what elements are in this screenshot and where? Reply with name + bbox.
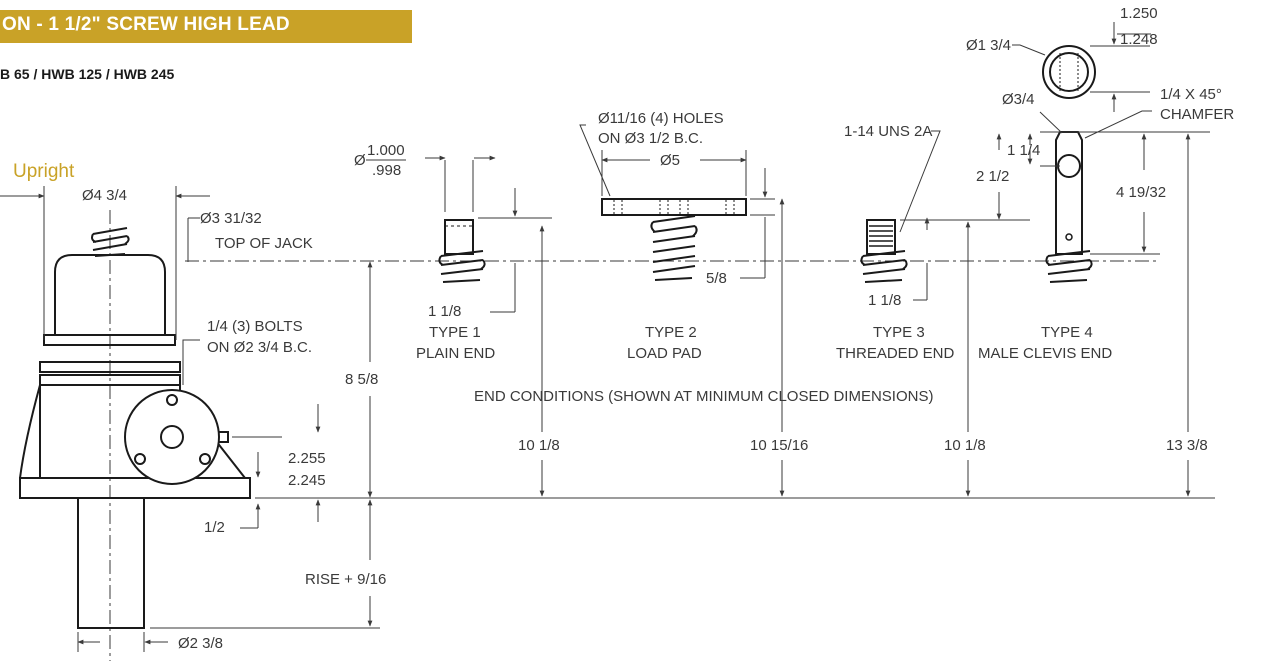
cover-dia-label: Ø3 31/32	[200, 210, 262, 227]
upright-jack	[19, 227, 251, 629]
clevis-top-view-inner	[1049, 52, 1089, 92]
type2-dimensions	[579, 124, 785, 497]
bolt-2	[134, 453, 146, 465]
type4-width-lower: 1.248	[1120, 31, 1158, 48]
type3-screw	[860, 250, 908, 283]
view-title: Upright	[13, 161, 75, 182]
clevis-top-view-outer	[1042, 45, 1096, 99]
type2-screw	[650, 215, 698, 281]
type3-threaded-end	[860, 219, 908, 283]
type3-height: 10 1/8	[944, 437, 986, 454]
type4-height: 13 3/8	[1166, 437, 1208, 454]
type3-length: 1 1/8	[868, 292, 901, 309]
type2-pad-thk: 5/8	[706, 270, 727, 287]
jack-dimensions	[0, 186, 380, 652]
type1-screw	[438, 250, 486, 283]
flange-2	[39, 361, 181, 373]
model-list: B 65 / HWB 125 / HWB 245	[0, 66, 175, 82]
type2-load-pad	[601, 198, 747, 281]
clevis-small-hole	[1065, 233, 1073, 241]
shaft-dim-lower: 2.245	[288, 472, 326, 489]
lower-tube	[77, 497, 145, 629]
rise-label: RISE + 9/16	[305, 571, 386, 588]
top-of-jack-label: TOP OF JACK	[215, 235, 313, 252]
title-banner: ON - 1 1/2" SCREW HIGH LEAD	[0, 10, 412, 43]
type4-screw	[1045, 250, 1093, 283]
shaft-end	[219, 431, 229, 443]
housing-dia-label: Ø4 3/4	[82, 187, 127, 204]
base-offset-label: 1/2	[204, 519, 225, 536]
type3-name-2: THREADED END	[836, 345, 955, 362]
type3-dimensions	[899, 130, 1030, 497]
type4-chamfer-2: CHAMFER	[1160, 106, 1234, 123]
threaded-stud	[866, 219, 896, 255]
bolt-3	[199, 453, 211, 465]
type4-chamfer-1: 1/4 X 45°	[1160, 86, 1222, 103]
base-plate	[19, 477, 251, 499]
type4-name-2: MALE CLEVIS END	[978, 345, 1112, 362]
worm-shaft	[160, 425, 184, 449]
cover	[54, 254, 166, 336]
type2-pad-dia: Ø5	[660, 152, 680, 169]
left-flare	[19, 384, 41, 479]
bolt-1	[166, 394, 178, 406]
bolts-label-2: ON Ø2 3/4 B.C.	[207, 339, 312, 356]
plain-end-shank	[444, 219, 474, 255]
type2-holes-2: ON Ø3 1/2 B.C.	[598, 130, 703, 147]
type4-dimensions	[996, 22, 1210, 497]
type2-height: 10 15/16	[750, 437, 808, 454]
type4-length: 4 19/32	[1116, 184, 1166, 201]
type2-holes-1: Ø11/16 (4) HOLES	[598, 110, 724, 127]
bolts-label-1: 1/4 (3) BOLTS	[207, 318, 303, 335]
type4-pin-dia: Ø3/4	[1002, 91, 1035, 108]
height-8-5-8-label: 8 5/8	[345, 371, 378, 388]
end-conditions-caption: END CONDITIONS (SHOWN AT MINIMUM CLOSED …	[474, 388, 933, 405]
type1-dia-prefix: Ø	[354, 152, 366, 169]
type4-slot-depth: 2 1/2	[976, 168, 1009, 185]
load-pad-plate	[601, 198, 747, 216]
type4-name-1: TYPE 4	[1041, 324, 1093, 341]
type1-height: 10 1/8	[518, 437, 560, 454]
tube-dia-label: Ø2 3/8	[178, 635, 223, 652]
shaft-dim-upper: 2.255	[288, 450, 326, 467]
type1-length: 1 1/8	[428, 303, 461, 320]
clevis-body	[1055, 131, 1083, 255]
type4-hole-offset: 1 1/4	[1007, 142, 1040, 159]
worm-housing	[124, 389, 220, 485]
clevis-pin-hole	[1057, 154, 1081, 178]
type1-dimensions	[425, 155, 552, 497]
type4-width-upper: 1.250	[1120, 5, 1158, 22]
type1-dia-upper: 1.000	[367, 142, 405, 159]
type4-outer-dia: Ø1 3/4	[966, 37, 1011, 54]
type1-dia-lower: .998	[372, 162, 401, 179]
type1-name-1: TYPE 1	[429, 324, 481, 341]
type1-name-2: PLAIN END	[416, 345, 495, 362]
type3-name-1: TYPE 3	[873, 324, 925, 341]
type4-clevis-end	[1042, 45, 1096, 283]
reference-lines	[109, 210, 1215, 661]
type2-name-2: LOAD PAD	[627, 345, 702, 362]
type2-name-1: TYPE 2	[645, 324, 697, 341]
type3-thread: 1-14 UNS 2A	[844, 123, 932, 140]
type1-plain-end	[438, 219, 486, 283]
banner-title: ON - 1 1/2" SCREW HIGH LEAD	[2, 14, 290, 35]
